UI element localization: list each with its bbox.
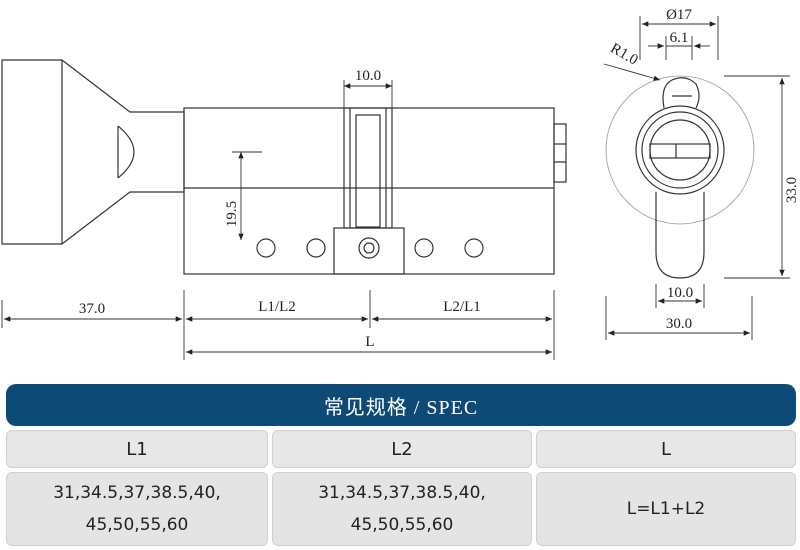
value-l-formula: L=L1+L2 bbox=[626, 499, 706, 519]
dim-dia-17: Ø17 bbox=[666, 7, 692, 23]
value-l2: 31,34.5,37,38.5,40, 45,50,55,60 bbox=[272, 472, 532, 546]
dim-l1-l2: L1/L2 bbox=[258, 299, 296, 315]
cylinder-body bbox=[183, 107, 555, 275]
dim-33: 33.0 bbox=[784, 177, 800, 203]
spec-title-bar: 常见规格 / SPEC bbox=[6, 384, 796, 426]
side-view bbox=[605, 75, 755, 279]
value-l2-line1: 31,34.5,37,38.5,40, bbox=[318, 483, 486, 503]
dim-l2-l1: L2/L1 bbox=[443, 299, 481, 315]
value-l: L=L1+L2 bbox=[536, 472, 796, 546]
front-view bbox=[1, 59, 567, 275]
dim-r1-0: R1.0 bbox=[608, 40, 641, 68]
side-dimensions bbox=[603, 16, 790, 340]
header-l1: L1 bbox=[6, 430, 268, 468]
header-l2: L2 bbox=[272, 430, 532, 468]
pin-hole bbox=[414, 238, 434, 258]
value-l1: 31,34.5,37,38.5,40, 45,50,55,60 bbox=[6, 472, 268, 546]
dim-37: 37.0 bbox=[79, 301, 105, 317]
spec-title: 常见规格 / SPEC bbox=[323, 396, 479, 419]
dim-19-5: 19.5 bbox=[224, 201, 240, 227]
value-l1-line2: 45,50,55,60 bbox=[85, 515, 189, 535]
turn-slot bbox=[649, 143, 711, 159]
dim-10-side: 10.0 bbox=[667, 285, 693, 301]
value-l1-line1: 31,34.5,37,38.5,40, bbox=[53, 483, 221, 503]
value-l2-line2: 45,50,55,60 bbox=[350, 515, 454, 535]
pin-hole bbox=[306, 238, 326, 258]
pin-hole bbox=[256, 238, 276, 258]
dim-l: L bbox=[365, 334, 374, 350]
dim-30: 30.0 bbox=[666, 316, 692, 332]
fixing-block bbox=[333, 227, 405, 275]
pin-hole bbox=[464, 238, 484, 258]
header-l: L bbox=[536, 430, 796, 468]
cam-slot bbox=[343, 107, 393, 229]
front-dimensions bbox=[1, 80, 555, 360]
dim-6-1: 6.1 bbox=[670, 30, 689, 46]
cylinder-tail bbox=[655, 192, 705, 279]
fixing-screw bbox=[358, 237, 380, 259]
cylinder-outline bbox=[635, 105, 725, 195]
spec-table: L1 L2 L 31,34.5,37,38.5,40, 45,50,55,60 … bbox=[6, 430, 796, 546]
dim-10-top: 10.0 bbox=[355, 68, 381, 84]
technical-drawing: 10.0 19.5 37.0 L1/L2 L2/L1 L bbox=[1, 7, 800, 360]
thumb-turn-knob bbox=[1, 59, 185, 245]
